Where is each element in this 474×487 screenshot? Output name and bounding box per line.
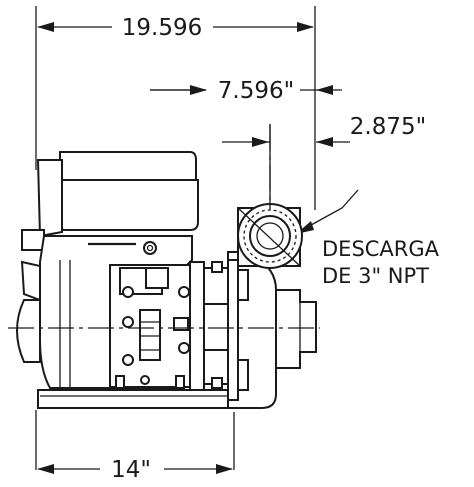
callout-line-1: DESCARGA: [322, 237, 440, 261]
base-length-label: 14": [111, 457, 151, 483]
dimension-base-length: 14": [37, 457, 233, 483]
arrow-right-icon: [297, 22, 314, 32]
discharge-offset-label: 7.596": [218, 78, 294, 104]
overall-length-label: 19.596: [122, 15, 202, 41]
base-plate: [37, 389, 235, 409]
arrow-right-icon: [252, 137, 269, 147]
arrow-right-icon: [216, 464, 233, 474]
pump-housing: [189, 203, 317, 409]
arrow-right-icon: [190, 85, 207, 95]
arrow-left-icon: [316, 137, 333, 147]
arrow-left-icon: [37, 22, 54, 32]
discharge-radius-label: 2.875": [350, 114, 426, 140]
dimension-discharge-radius: 2.875": [222, 114, 426, 147]
engine: [16, 151, 199, 389]
dimension-discharge-offset: 7.596": [150, 78, 342, 104]
callout-line-2: DE 3" NPT: [322, 264, 429, 288]
arrow-left-icon: [37, 464, 54, 474]
center-lines: [8, 125, 320, 329]
dimension-overall-length: 19.596: [37, 15, 314, 41]
discharge-callout: DESCARGA DE 3" NPT: [296, 189, 440, 288]
arrow-left-icon: [316, 85, 333, 95]
